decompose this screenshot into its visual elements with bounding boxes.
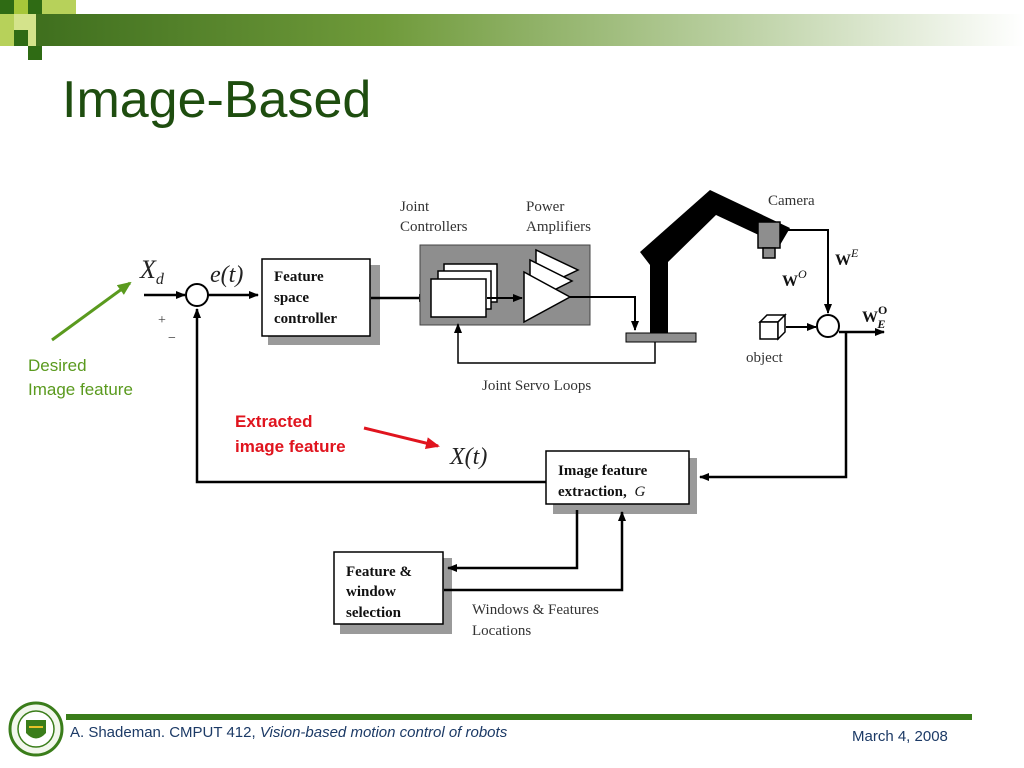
selection-to-extraction-arrow — [444, 511, 626, 592]
camera-lens — [762, 247, 776, 259]
camera-icon — [757, 221, 781, 249]
amplifier-to-robot-arrow — [570, 296, 639, 331]
object-icon-side — [777, 313, 786, 341]
header-decor-square — [0, 0, 14, 14]
camera-pose-arrow — [780, 229, 832, 314]
feature-window-selection-label: Feature & window selection — [346, 564, 416, 621]
xd-label: Xd — [139, 255, 165, 288]
feature-space-controller-label: Feature space controller — [274, 269, 337, 327]
header-decor-square — [14, 0, 28, 14]
power-amplifiers-label: Power Amplifiers — [526, 199, 591, 235]
header-gradient-bar — [36, 14, 1024, 46]
minus-sign: − — [168, 331, 176, 346]
footer-divider — [66, 714, 972, 720]
footer-credit: A. Shademan. CMPUT 412, Vision-based mot… — [70, 724, 508, 741]
joint-servo-loops-label: Joint Servo Loops — [482, 378, 591, 394]
feedback-arrow — [193, 308, 546, 484]
w-o-label: WO — [782, 267, 807, 290]
course-title: Vision-based motion control of robots — [259, 724, 508, 741]
header-decor-square — [14, 30, 28, 46]
extraction-to-selection-arrow — [447, 510, 579, 572]
desired-feature-annotation: Desired Image feature — [28, 356, 133, 399]
plus-sign: + — [158, 313, 166, 328]
header-decor-square — [0, 14, 14, 46]
feedback-to-extraction-arrow — [699, 332, 848, 481]
feature-space-controller-box — [261, 258, 371, 337]
w-e-label: WE — [835, 246, 859, 269]
joint-controller-block — [430, 278, 487, 318]
joint-servo-loop-arrow — [454, 323, 656, 364]
camera-label: Camera — [768, 193, 815, 209]
object-label: object — [746, 350, 783, 366]
summing-junction — [185, 283, 209, 307]
joint-controllers-label: Joint Controllers — [400, 199, 468, 235]
desired-feature-pointer — [51, 281, 132, 342]
header-decor-square — [28, 46, 42, 60]
feature-window-selection-box — [333, 551, 444, 625]
image-feature-extraction-box — [545, 450, 690, 505]
image-feature-extraction-label: Image feature extraction, G — [558, 463, 651, 500]
x-t-label: X(t) — [449, 444, 487, 470]
header-decor-square — [28, 0, 42, 14]
university-seal-icon — [8, 701, 64, 757]
windows-features-label: Windows & Features Locations — [472, 602, 603, 639]
slide-title: Image-Based — [62, 71, 372, 129]
robot-base — [625, 332, 697, 343]
footer-date: March 4, 2008 — [852, 728, 948, 745]
error-label: e(t) — [210, 262, 243, 288]
extracted-feature-annotation: Extracted image feature — [235, 412, 346, 456]
pose-junction — [816, 314, 840, 338]
robot-arm-icon — [640, 190, 790, 335]
extracted-feature-pointer — [363, 426, 440, 449]
power-amplifier-triangle — [523, 270, 572, 324]
header-decor-square — [42, 0, 76, 16]
object-icon-front — [759, 321, 779, 340]
